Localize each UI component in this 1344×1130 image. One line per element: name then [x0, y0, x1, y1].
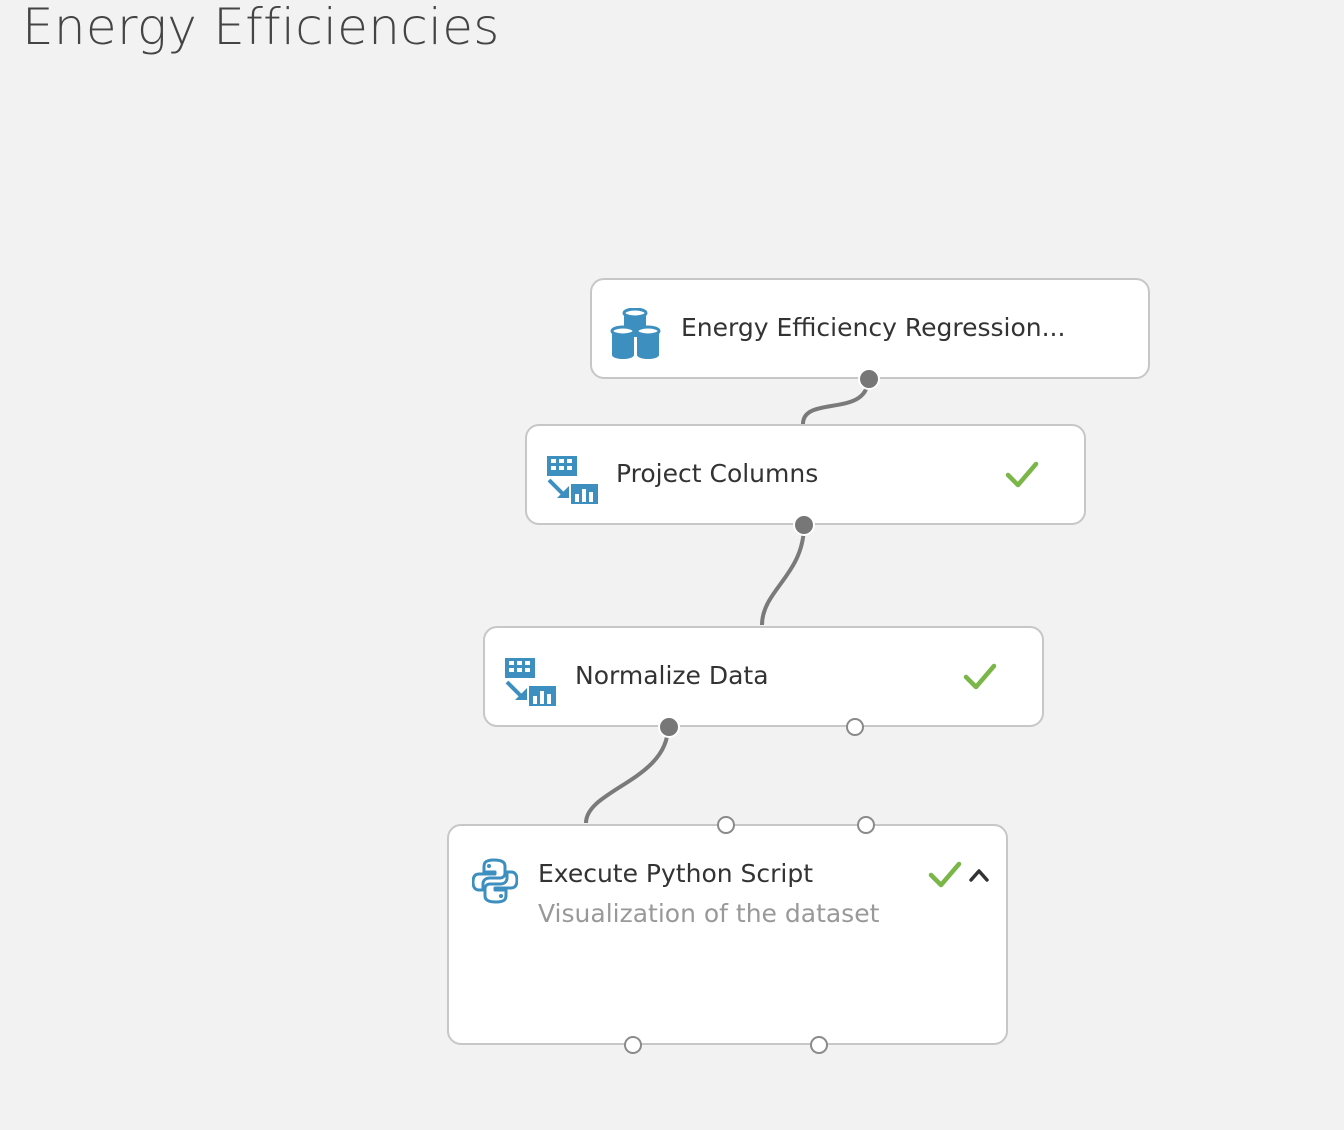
output-port-python-device[interactable]	[810, 1036, 828, 1054]
module-project-columns[interactable]: Project Columns	[525, 424, 1086, 536]
module-label: Normalize Data	[575, 661, 769, 690]
data-transform-icon	[505, 658, 556, 706]
output-port-transform[interactable]	[846, 718, 864, 736]
module-comment: Visualization of the dataset	[538, 899, 880, 928]
dataset-icon	[610, 308, 661, 359]
output-port-result-dataset[interactable]	[624, 1036, 642, 1054]
module-normalize-data[interactable]: Normalize Data	[483, 626, 1044, 738]
module-label: Energy Efficiency Regression...	[681, 313, 1066, 342]
module-label: Execute Python Script	[538, 859, 814, 888]
output-port[interactable]	[858, 368, 880, 390]
status-completed-icon	[963, 663, 997, 690]
output-port[interactable]	[793, 514, 815, 536]
data-transform-icon	[547, 456, 598, 504]
page-title: Energy Efficiencies	[22, 0, 500, 56]
module-label: Project Columns	[616, 459, 819, 488]
module-dataset[interactable]: Energy Efficiency Regression...	[590, 278, 1150, 390]
connector-normalize-to-python[interactable]	[584, 726, 670, 824]
module-execute-python-script[interactable]: Execute Python Script Visualization of t…	[447, 816, 1008, 1054]
chevron-up-icon[interactable]	[969, 868, 989, 882]
status-completed-icon	[1005, 461, 1039, 488]
connector-dataset-to-project[interactable]	[801, 378, 870, 425]
python-icon	[472, 858, 518, 904]
output-port-result[interactable]	[658, 716, 680, 738]
input-port-dataset2[interactable]	[717, 816, 735, 834]
connector-project-to-normalize[interactable]	[760, 524, 806, 626]
input-port-zip[interactable]	[857, 816, 875, 834]
status-completed-icon	[928, 861, 962, 888]
